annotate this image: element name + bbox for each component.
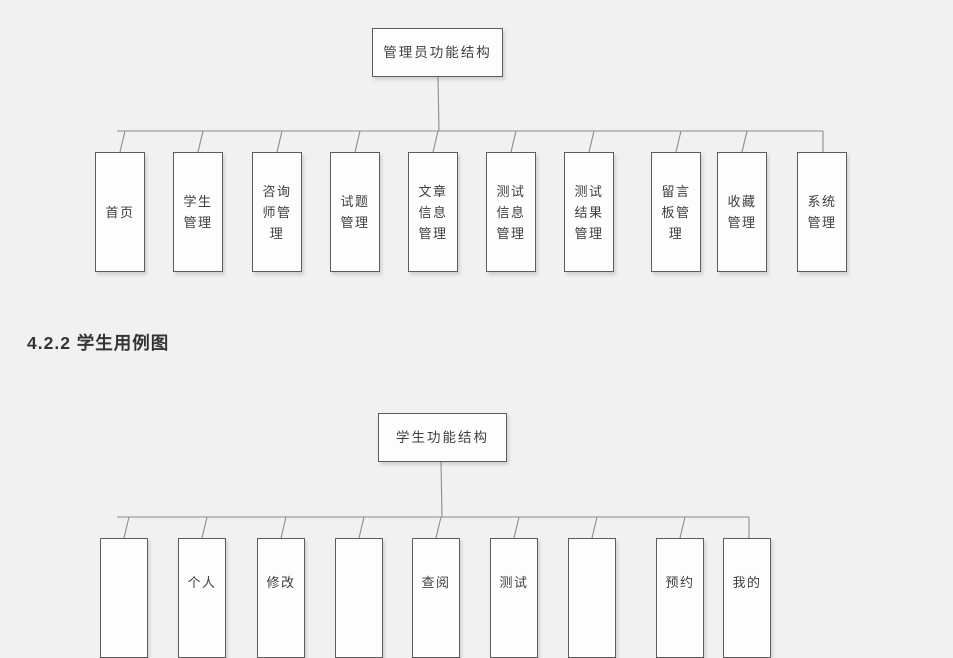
root-node: 学生功能结构	[378, 413, 507, 462]
org-node	[568, 538, 616, 658]
connector-line	[197, 130, 204, 153]
org-node-label: 修改	[266, 575, 296, 590]
connector-line	[276, 130, 283, 153]
org-node-label: 测试信息管理	[496, 183, 526, 241]
connector-line	[440, 461, 443, 518]
connector-line	[437, 76, 440, 132]
root-node-label: 学生功能结构	[396, 430, 489, 445]
org-node: 文章信息管理	[408, 152, 458, 272]
org-node-label: 首页	[105, 204, 135, 220]
org-node: 收藏管理	[717, 152, 767, 272]
connector-lines	[117, 76, 824, 539]
connector-line	[513, 516, 520, 539]
org-node-label: 测试	[499, 575, 529, 590]
org-node: 咨询师管理	[252, 152, 302, 272]
connector-line	[354, 130, 361, 153]
org-node-label	[577, 539, 608, 572]
document-page: 管理员功能结构首页 学生管理 咨询师管理 试题管理 文章信息管理 测试信息管理 测试结果管理…	[27, 28, 847, 658]
org-node: 我的	[723, 538, 771, 658]
org-node: 学生管理	[173, 152, 223, 272]
connector-line	[741, 130, 748, 153]
connector-line	[510, 130, 517, 153]
org-node-label: 文章信息管理	[418, 183, 448, 241]
connector-line	[201, 516, 208, 539]
root-node-label: 管理员功能结构	[383, 45, 492, 60]
org-node-label: 咨询师管理	[262, 183, 292, 241]
connector-line	[280, 516, 287, 539]
connector-line	[432, 130, 439, 153]
root-node: 管理员功能结构	[372, 28, 503, 77]
org-node: 测试信息管理	[486, 152, 536, 272]
section-heading: 4.2.2 学生用例图	[27, 333, 170, 353]
connector-line	[675, 130, 682, 153]
connector-line	[588, 130, 595, 153]
org-node-label: 我的	[732, 575, 762, 590]
org-node	[100, 538, 148, 658]
org-node: 留言板管理	[651, 152, 701, 272]
org-node-label	[344, 539, 375, 572]
org-node-label: 系统管理	[807, 194, 837, 230]
org-node: 测试结果管理	[564, 152, 614, 272]
connector-line	[435, 516, 442, 539]
org-node-label: 试题管理	[340, 194, 370, 230]
org-node: 修改	[257, 538, 305, 658]
org-node-label: 查阅	[421, 575, 451, 590]
org-node: 预约	[656, 538, 704, 658]
org-node: 试题管理	[330, 152, 380, 272]
org-node-label: 预约	[665, 575, 695, 590]
connector-line	[358, 516, 365, 539]
org-node-label: 学生管理	[183, 194, 213, 230]
org-node: 查阅	[412, 538, 460, 658]
connector-line	[119, 130, 126, 153]
connector-line	[679, 516, 686, 539]
org-node: 个人	[178, 538, 226, 658]
org-node	[335, 538, 383, 658]
org-node-label	[109, 539, 140, 572]
org-node: 系统管理	[797, 152, 847, 272]
connector-line	[123, 516, 130, 539]
connector-line	[591, 516, 598, 539]
org-node: 测试	[490, 538, 538, 658]
org-node-label: 测试结果管理	[574, 183, 604, 241]
org-node: 首页	[95, 152, 145, 272]
org-node-label: 个人	[187, 575, 217, 590]
org-node-label: 收藏管理	[727, 194, 757, 230]
org-node-label: 留言板管理	[661, 183, 691, 241]
